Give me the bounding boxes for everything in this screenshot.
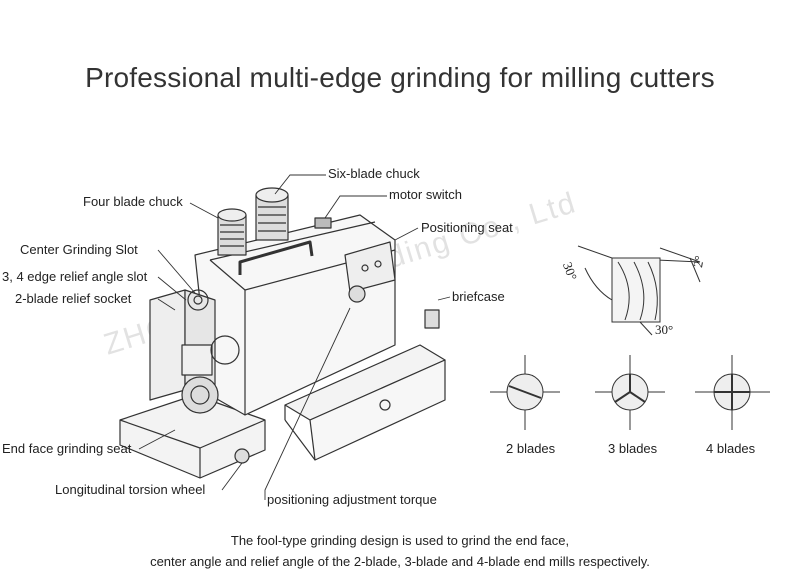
caption-line-2: center angle and relief angle of the 2-b… xyxy=(150,554,650,569)
angle-label-right: 2° xyxy=(690,254,707,269)
machine-base xyxy=(119,394,266,479)
four-blade-chuck-drawing xyxy=(217,208,247,256)
label-relief-angle-slot: 3, 4 edge relief angle slot xyxy=(2,269,148,284)
blade-label-3: 3 blades xyxy=(608,441,658,456)
label-two-blade-relief-socket: 2-blade relief socket xyxy=(15,291,132,306)
drawer-drawing xyxy=(284,309,446,461)
blade-icons xyxy=(490,355,770,430)
page-title: Professional multi-edge grinding for mil… xyxy=(85,62,715,93)
label-positioning-adjustment-torque: positioning adjustment torque xyxy=(267,492,437,507)
label-motor-switch: motor switch xyxy=(389,187,462,202)
label-positioning-seat: Positioning seat xyxy=(421,220,513,235)
label-end-face-grinding-seat: End face grinding seat xyxy=(2,441,132,456)
caption-line-1: The fool-type grinding design is used to… xyxy=(230,533,570,548)
label-four-blade-chuck: Four blade chuck xyxy=(83,194,183,209)
grinding-head-drawing xyxy=(149,289,240,414)
label-longitudinal-torsion-wheel: Longitudinal torsion wheel xyxy=(55,482,206,497)
angle-label-bottom: 30° xyxy=(655,322,674,337)
label-briefcase: briefcase xyxy=(452,289,505,304)
label-center-grinding-slot: Center Grinding Slot xyxy=(20,242,138,257)
two-blade-icon xyxy=(490,355,560,430)
label-six-blade-chuck: Six-blade chuck xyxy=(328,166,420,181)
blade-label-2: 2 blades xyxy=(506,441,556,456)
positioning-seat-drawing xyxy=(344,241,396,303)
end-mill-angle-diagram xyxy=(577,245,701,336)
six-blade-chuck-drawing xyxy=(255,187,289,241)
blade-label-4: 4 blades xyxy=(706,441,756,456)
three-blade-icon xyxy=(595,355,665,430)
four-blade-icon xyxy=(695,355,770,430)
